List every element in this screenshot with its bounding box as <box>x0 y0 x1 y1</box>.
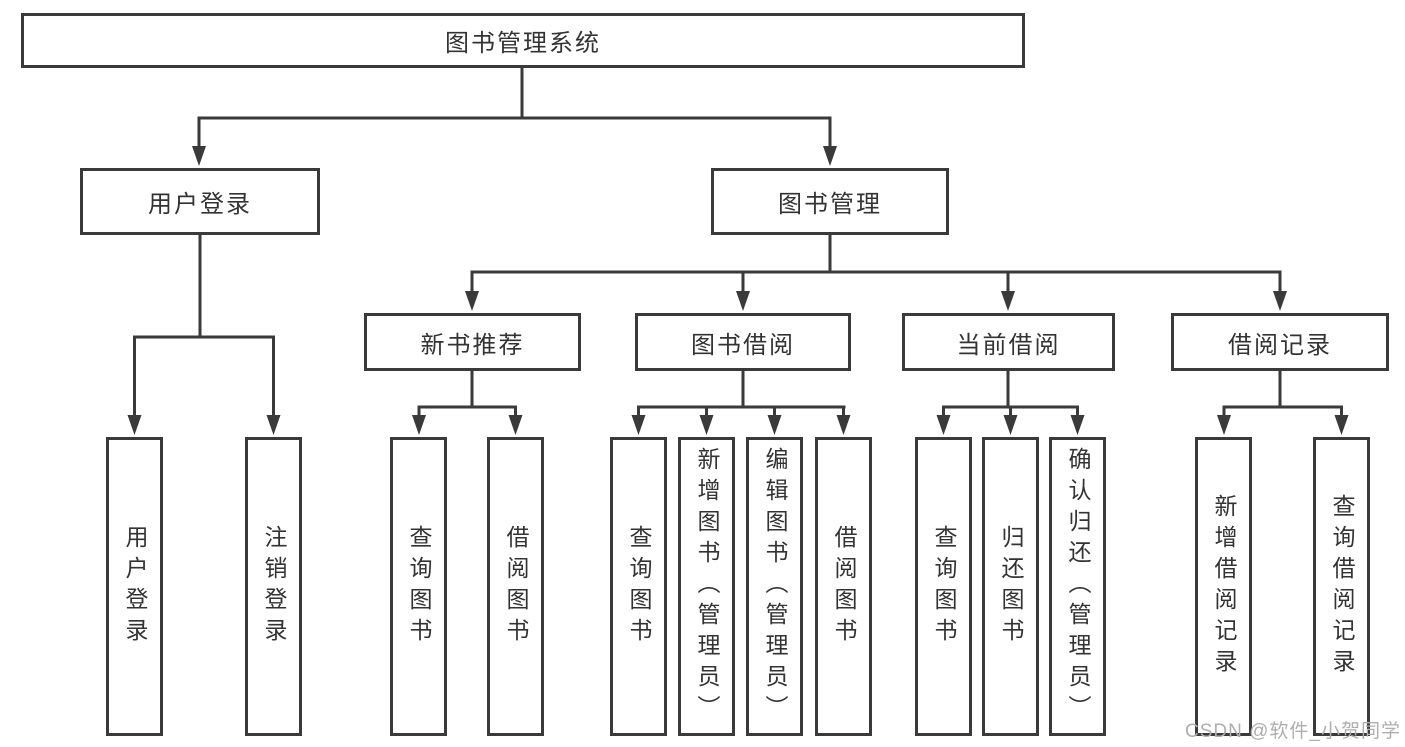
node-label: 借阅图书 <box>503 524 529 649</box>
node-label: 新书推荐 <box>420 331 525 359</box>
node-borrow-records: 借阅记录 <box>1171 313 1389 371</box>
node-label: 查询图书 <box>626 524 652 649</box>
node-book-borrow: 图书借阅 <box>635 313 851 371</box>
connector-current-borrow-to-leaves <box>936 371 1085 435</box>
node-label: 新增图书（管理员） <box>694 447 720 726</box>
node-label: 确认归还（管理员） <box>1065 447 1091 726</box>
node-label: 查询图书 <box>406 524 432 649</box>
node-label: 图书借阅 <box>691 331 795 359</box>
node-label: 当前借阅 <box>956 331 1061 359</box>
connector-root-to-level1 <box>192 68 837 166</box>
node-label: 编辑图书（管理员） <box>762 447 788 726</box>
csdn-watermark: CSDN @软件_小贺同学 <box>1185 721 1401 742</box>
leaf-query-books-recommend: 查询图书 <box>390 437 447 736</box>
node-label: 查询图书 <box>931 524 957 649</box>
leaf-add-book-admin: 新增图书（管理员） <box>678 437 735 736</box>
node-label: 用户登录 <box>148 191 252 218</box>
node-label: 归还图书 <box>998 524 1024 649</box>
connector-book-borrow-to-leaves <box>631 371 851 435</box>
leaf-query-borrow-record: 查询借阅记录 <box>1313 437 1370 736</box>
node-label: 图书管理 <box>778 191 882 218</box>
leaf-logout: 注销登录 <box>245 437 302 736</box>
leaf-user-login: 用户登录 <box>106 437 163 736</box>
node-label: 借阅记录 <box>1228 331 1332 359</box>
node-label: 借阅图书 <box>831 524 857 649</box>
leaf-borrow-books-recommend: 借阅图书 <box>487 437 544 736</box>
node-label: 注销登录 <box>261 524 287 649</box>
node-current-borrow: 当前借阅 <box>902 313 1115 371</box>
leaf-borrow-books: 借阅图书 <box>815 437 872 736</box>
leaf-query-books-current: 查询图书 <box>915 437 972 736</box>
node-user-login: 用户登录 <box>80 168 320 235</box>
leaf-add-borrow-record: 新增借阅记录 <box>1195 437 1252 736</box>
node-label: 查询借阅记录 <box>1329 493 1355 680</box>
connector-user-login-to-leaves <box>127 235 281 435</box>
leaf-edit-book-admin: 编辑图书（管理员） <box>746 437 803 736</box>
connector-book-management-to-level2 <box>465 235 1287 311</box>
leaf-query-books-borrow: 查询图书 <box>610 437 667 736</box>
node-label: 用户登录 <box>122 524 148 649</box>
leaf-confirm-return-admin: 确认归还（管理员） <box>1049 437 1106 736</box>
node-label: 新增借阅记录 <box>1211 493 1237 680</box>
connector-borrow-records-to-leaves <box>1217 371 1349 435</box>
node-book-management: 图书管理 <box>711 168 949 235</box>
node-label: 图书管理系统 <box>445 30 601 57</box>
leaf-return-books: 归还图书 <box>982 437 1039 736</box>
connector-new-book-recommend-to-leaves <box>412 371 523 435</box>
node-new-book-recommend: 新书推荐 <box>364 313 581 371</box>
node-root-library-management-system: 图书管理系统 <box>21 13 1025 68</box>
